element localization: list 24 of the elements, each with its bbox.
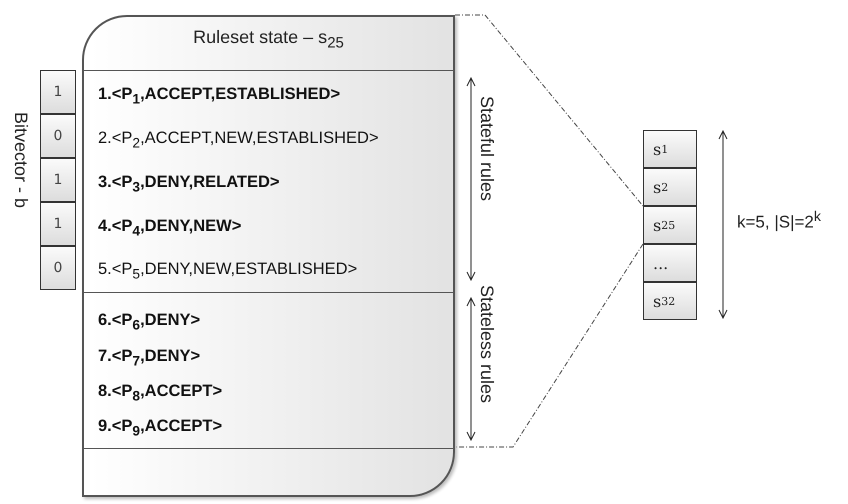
- rule-text: 1.<P$_{1}$,ACCEPT,ESTABLISHED>: [98, 85, 340, 106]
- bit-cell: 0: [40, 114, 76, 158]
- formula-label: k=5, |S|=2$^{k}$: [737, 209, 821, 233]
- bit-cell: 1: [40, 158, 76, 202]
- rule-section: [84, 292, 453, 449]
- rule-text: 6.<P$_{6}$,DENY>: [98, 311, 200, 332]
- state-cell: ...: [643, 244, 697, 282]
- rule-text: 5.<P$_{5}$,DENY,NEW,ESTABLISHED>: [98, 260, 358, 282]
- ruleset-box: [82, 15, 455, 497]
- bit-cell: 0: [40, 246, 76, 290]
- axis-label: Bitvector - b: [10, 112, 31, 208]
- rule-text: 4.<P$_{4}$,DENY,NEW>: [98, 217, 242, 238]
- rule-text: 2.<P$_{2}$,ACCEPT,NEW,ESTABLISHED>: [98, 129, 379, 150]
- rule-text: 9.<P$_{9}$,ACCEPT>: [98, 417, 222, 438]
- bit-cell: 1: [40, 70, 76, 114]
- section-label: Stateful rules: [476, 96, 497, 202]
- box-heading: Ruleset state – s$_{25}$: [192, 27, 345, 52]
- rule-text: 3.<P$_{3}$,DENY,RELATED>: [98, 173, 280, 194]
- zoom-line: [454, 14, 644, 206]
- zoom-line: [454, 244, 644, 448]
- bit-cell: 1: [40, 202, 76, 246]
- rule-text: 8.<P$_{8}$,ACCEPT>: [98, 382, 222, 404]
- rule-text: 7.<P$_{7}$,DENY>: [98, 347, 200, 368]
- section-label: Stateless rules: [476, 285, 497, 404]
